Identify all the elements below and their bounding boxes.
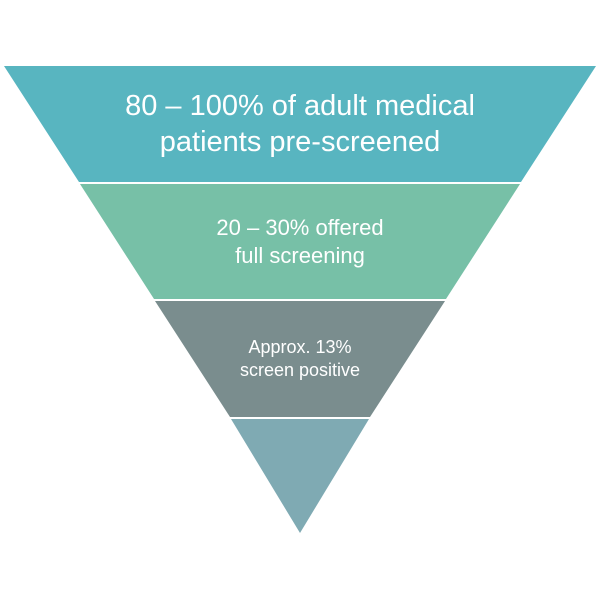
funnel-tier-3-shape bbox=[155, 301, 445, 417]
funnel-tier-2-line-2: full screening bbox=[235, 242, 365, 268]
funnel-tier-2-label: 20 – 30% offered full screening bbox=[0, 184, 600, 299]
funnel-tier-2-line-1: 20 – 30% offered bbox=[216, 214, 384, 240]
funnel-tier-1-label: 80 – 100% of adult medical patients pre-… bbox=[0, 66, 600, 182]
funnel-tier-4-shape bbox=[231, 419, 369, 533]
funnel-tier-1-shape bbox=[4, 66, 596, 182]
funnel-tier-3-line-1: Approx. 13% bbox=[248, 337, 352, 357]
funnel-tier-2-shape bbox=[80, 184, 520, 299]
funnel-tier-3-line-2: screen positive bbox=[239, 360, 361, 380]
funnel-tier-1-line-2: patients pre-screened bbox=[159, 126, 441, 158]
funnel-tier-1-line-1: 80 – 100% of adult medical bbox=[125, 90, 475, 122]
funnel-tier-3-label: Approx. 13% screen positive bbox=[0, 301, 600, 417]
